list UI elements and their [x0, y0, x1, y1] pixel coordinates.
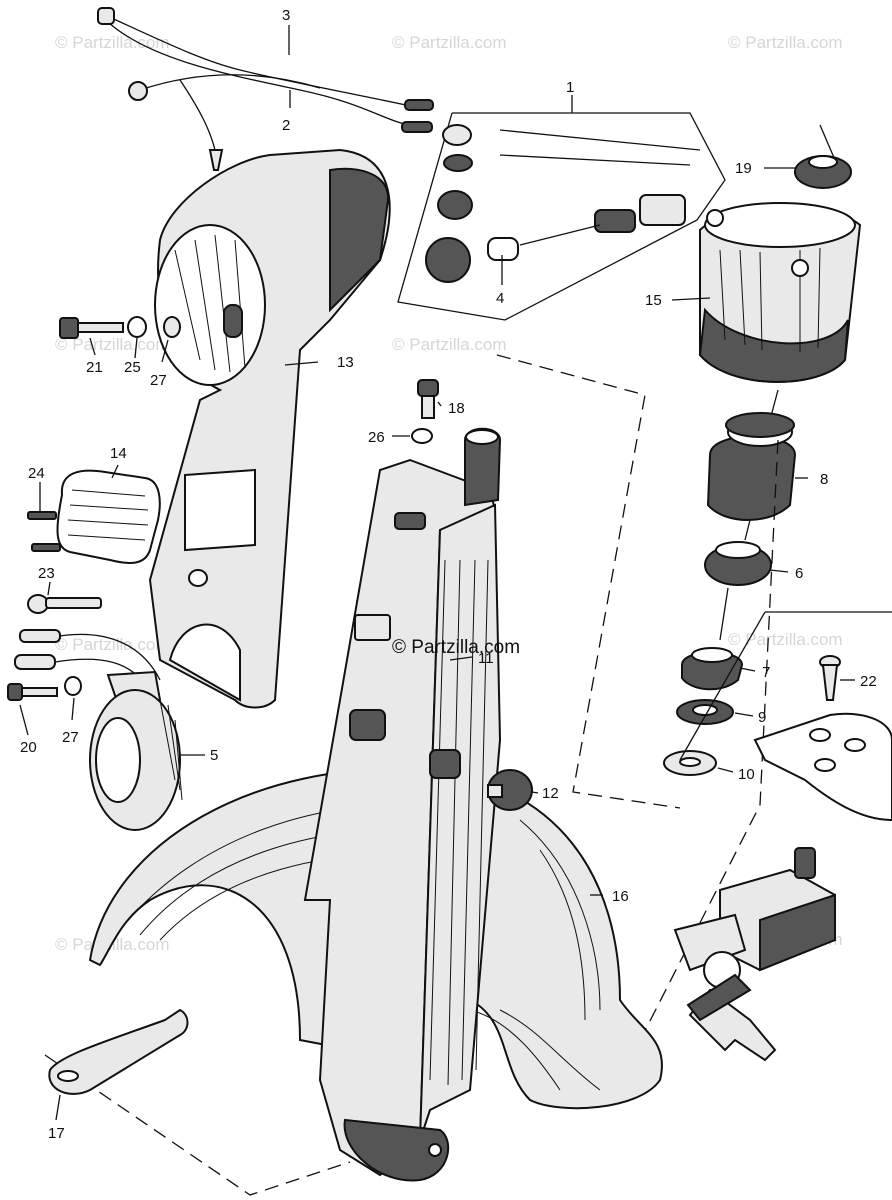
bracket-part-15 — [698, 202, 862, 383]
watermark: © Partzilla.com — [392, 335, 507, 354]
part-number-labels: 3 2 1 4 19 15 13 18 26 21 25 27 14 24 23… — [20, 7, 877, 1142]
wires-part-2-3 — [97, 7, 434, 171]
part-label-4: 4 — [496, 290, 504, 307]
part-label-22: 22 — [860, 673, 877, 690]
part-label-16: 16 — [612, 888, 629, 905]
bolt-part-18 — [411, 379, 439, 444]
part-label-17: 17 — [48, 1125, 65, 1142]
part-label-7: 7 — [762, 664, 770, 681]
leader-lines — [19, 25, 855, 1121]
part-label-20: 20 — [20, 739, 37, 756]
watermark: © Partzilla.com — [55, 635, 170, 654]
part-label-9: 9 — [758, 709, 766, 726]
watermark: © Partzilla.com — [55, 335, 170, 354]
part-label-27-lower: 27 — [62, 729, 79, 746]
lens-plate-part-14 — [27, 469, 161, 564]
horn-wires — [14, 629, 161, 691]
watermark: © Partzilla.com — [728, 630, 843, 649]
part-label-12: 12 — [542, 785, 559, 802]
screw-part-22 — [819, 655, 841, 701]
part-label-21: 21 — [86, 359, 103, 376]
headlamp-housing-part-13 — [148, 148, 391, 709]
part-label-19: 19 — [735, 160, 752, 177]
part-label-24: 24 — [28, 465, 45, 482]
screw-part-20 — [7, 676, 82, 701]
part-label-26: 26 — [368, 429, 385, 446]
watermark: © Partzilla.com — [392, 33, 507, 52]
part-label-14: 14 — [110, 445, 127, 462]
part-label-6: 6 — [795, 565, 803, 582]
part-label-1: 1 — [566, 79, 574, 96]
part-label-15: 15 — [645, 292, 662, 309]
fork-part-11 — [303, 427, 502, 1182]
watermark: © Partzilla.com — [55, 33, 170, 52]
part-label-2: 2 — [282, 117, 290, 134]
harness-part-1 — [397, 112, 726, 321]
knob-part-12 — [487, 769, 533, 811]
part-label-3: 3 — [282, 7, 290, 24]
part-label-27: 27 — [150, 372, 167, 389]
part-label-25: 25 — [124, 359, 141, 376]
nut-part-19 — [794, 124, 852, 189]
steering-stem-stack — [663, 389, 797, 776]
part-label-5: 5 — [210, 747, 218, 764]
dashed-leader-lines — [44, 354, 779, 1196]
horn-part-5 — [89, 670, 183, 831]
screw-part-23 — [27, 594, 102, 614]
strap-part-17 — [48, 1008, 189, 1095]
part-label-10: 10 — [738, 766, 755, 783]
part-label-18: 18 — [448, 400, 465, 417]
part-label-13: 13 — [337, 354, 354, 371]
part-label-11: 11 — [478, 650, 494, 667]
center-watermark: © Partzilla.com — [392, 637, 520, 658]
ignition-switch-assembly — [673, 611, 892, 1062]
part-label-8: 8 — [820, 471, 828, 488]
part-label-23: 23 — [38, 565, 55, 582]
watermark: © Partzilla.com — [728, 33, 843, 52]
bolt-part-21 — [59, 316, 181, 339]
